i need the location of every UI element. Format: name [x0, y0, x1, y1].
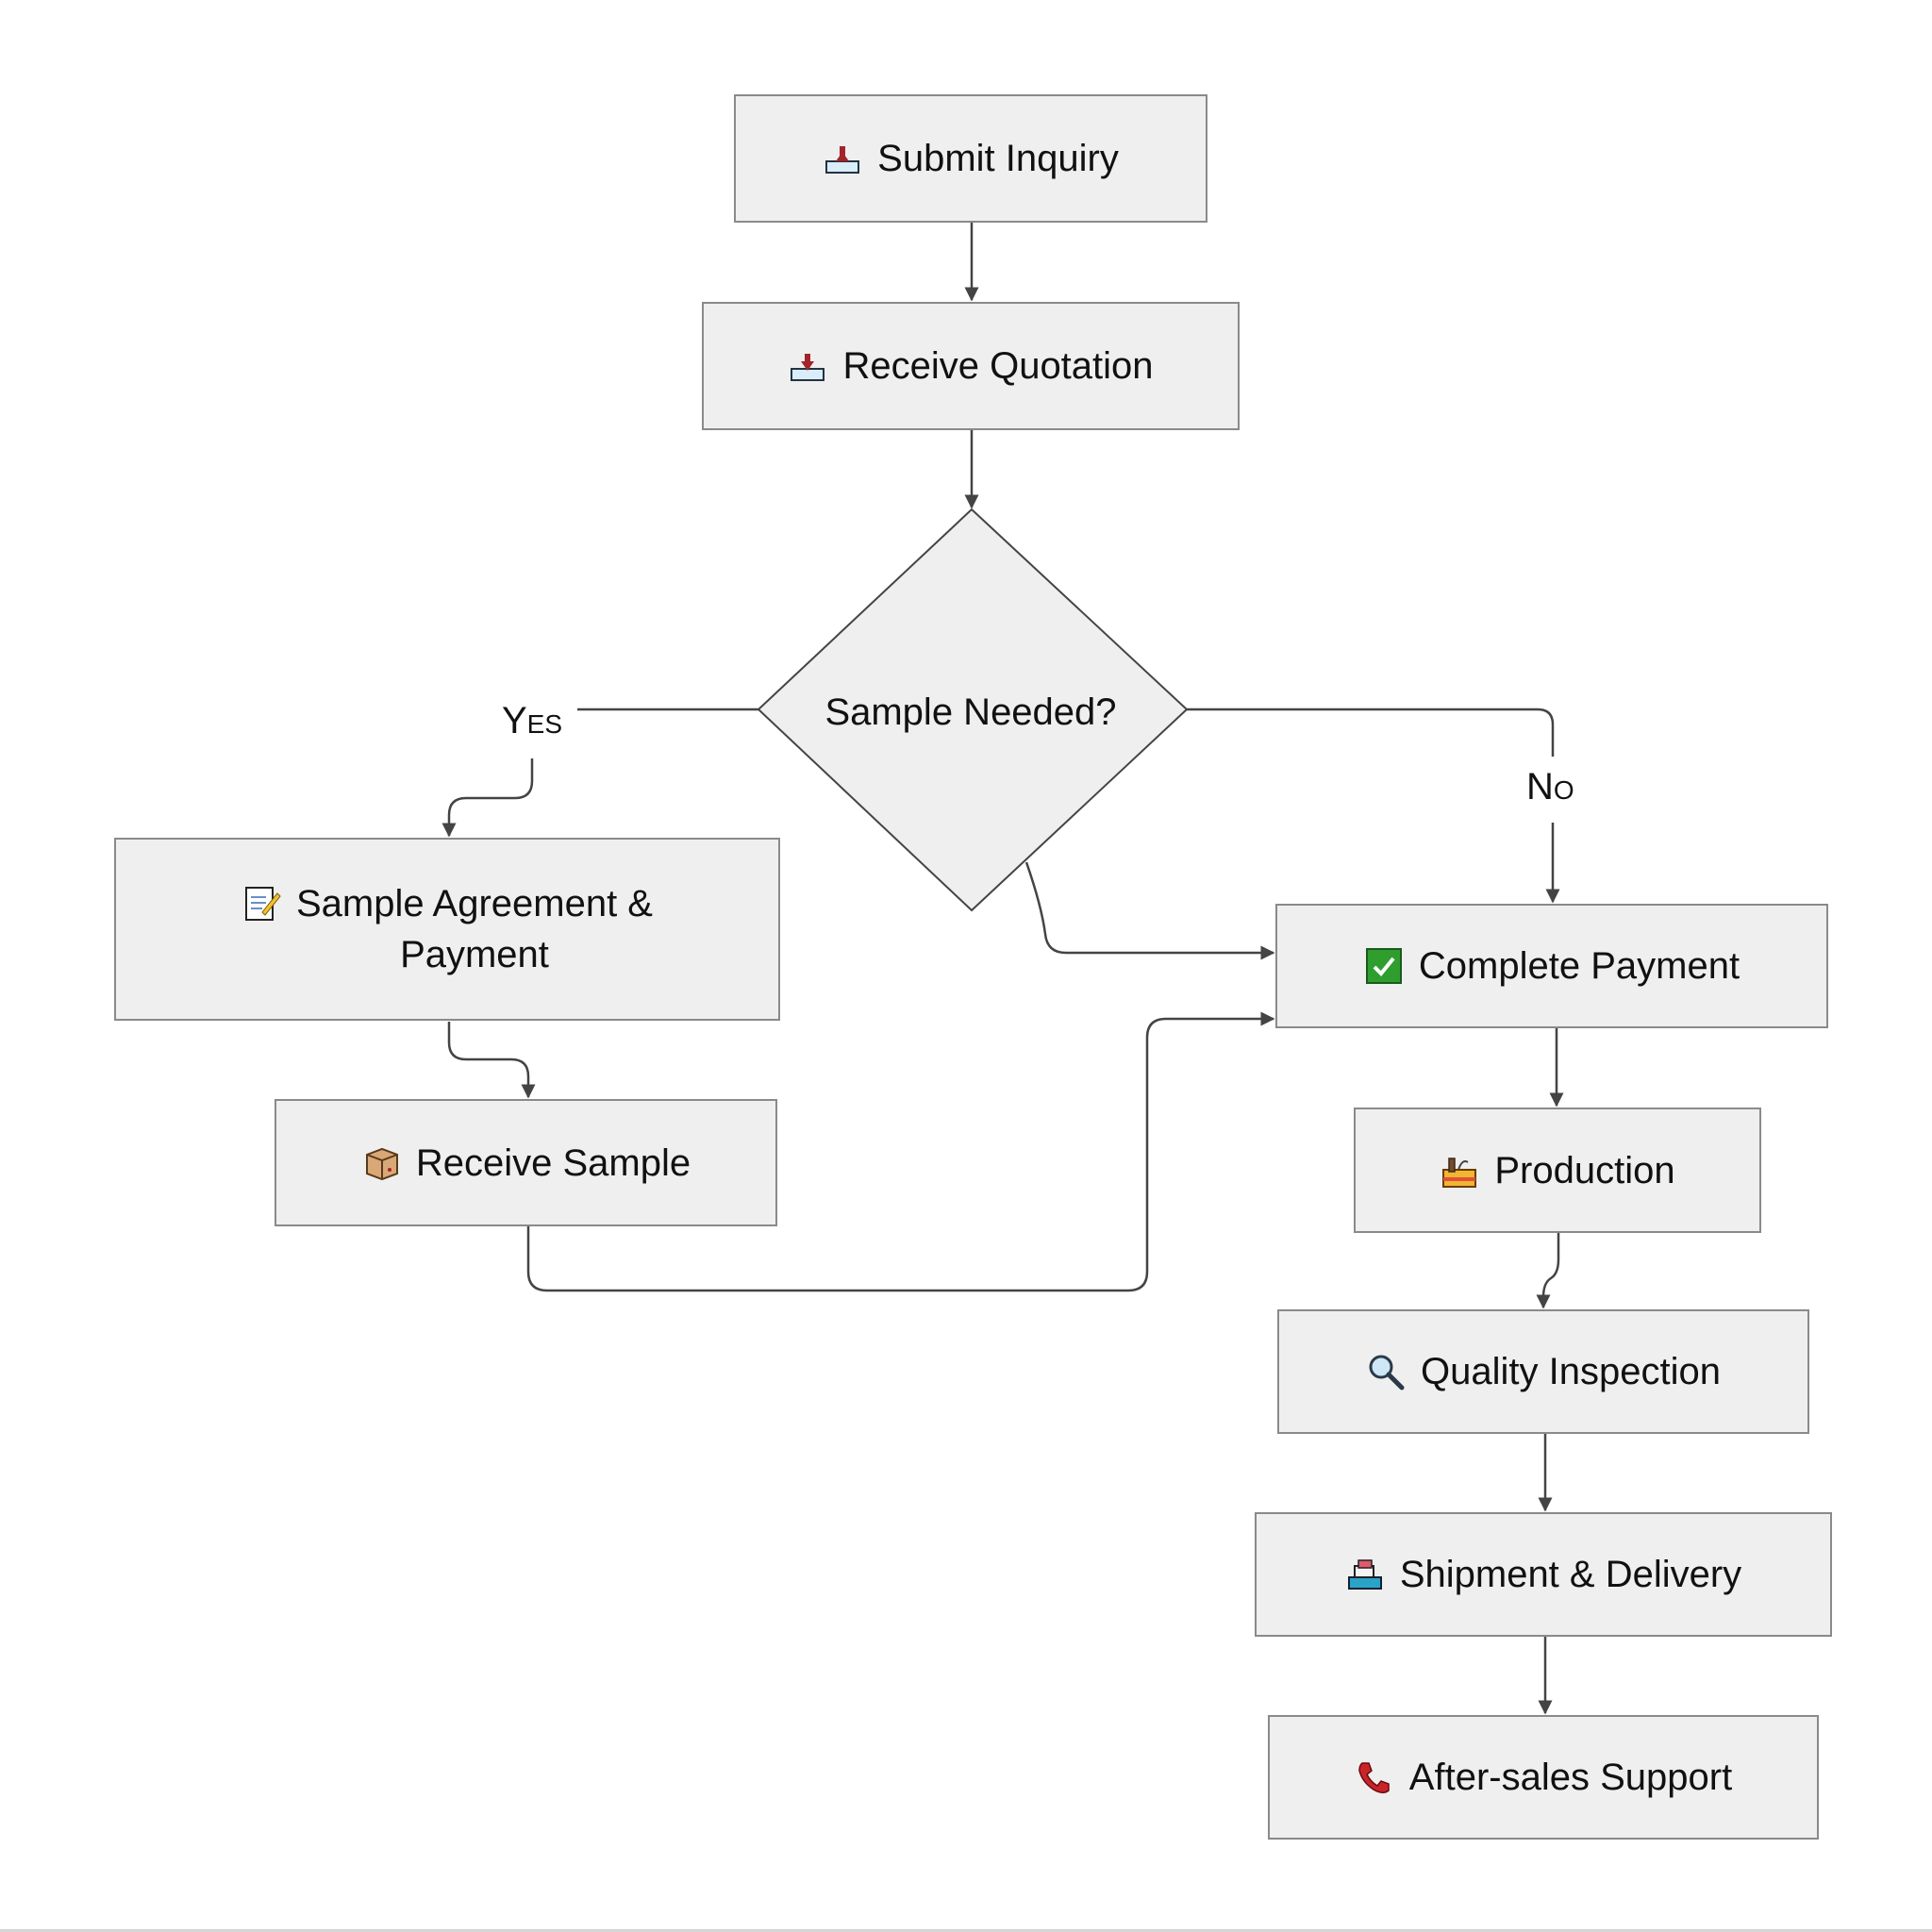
edge-receive-sample-to-complete-payment [526, 1011, 1275, 1292]
telephone-icon [1355, 1757, 1394, 1797]
edge-yes-to-sample-agreement [441, 758, 534, 838]
node-receive-sample: Receive Sample [275, 1099, 777, 1226]
node-after-sales-support: After-sales Support [1268, 1715, 1819, 1840]
package-icon [361, 1143, 401, 1183]
edge-decision-to-complete-payment [1024, 861, 1275, 960]
edge-agreement-to-receive-sample [447, 1022, 536, 1099]
node-label: Quality Inspection [1421, 1351, 1721, 1392]
node-submit-inquiry: Submit Inquiry [734, 94, 1208, 223]
node-complete-payment: Complete Payment [1275, 904, 1828, 1028]
node-label: After-sales Support [1408, 1757, 1733, 1798]
bottom-divider [0, 1929, 1932, 1932]
check-mark-icon [1364, 946, 1404, 986]
decision-sample-needed: Sample Needed? [824, 691, 1117, 733]
node-quality-inspection: Quality Inspection [1277, 1309, 1809, 1434]
memo-icon [242, 884, 281, 924]
factory-icon [1440, 1151, 1479, 1191]
node-label-line1: Sample Agreement & [296, 883, 653, 924]
node-shipment-delivery: Shipment & Delivery [1255, 1512, 1832, 1637]
node-label: Receive Quotation [842, 345, 1154, 387]
inbox-tray-icon [788, 346, 827, 386]
node-receive-quotation: Receive Quotation [702, 302, 1240, 430]
truck-icon [1345, 1555, 1385, 1594]
edge-label-no: No [1526, 766, 1574, 808]
decision-diamond [757, 508, 1189, 912]
node-label-line2: Payment [400, 934, 549, 975]
magnifier-icon [1366, 1352, 1406, 1391]
node-label: Shipment & Delivery [1399, 1554, 1742, 1595]
outbox-tray-icon [823, 139, 862, 178]
node-label: Receive Sample [415, 1141, 691, 1184]
edge-decision-no-branch [1187, 708, 1555, 757]
edge-label-yes: Yes [502, 700, 563, 741]
node-sample-agreement-payment: Sample Agreement & Payment [114, 838, 780, 1021]
edge-production-to-inspection [1536, 1233, 1560, 1309]
node-label: Production [1494, 1149, 1675, 1191]
node-label: Complete Payment [1418, 945, 1740, 987]
node-label: Submit Inquiry [877, 138, 1119, 179]
node-production: Production [1354, 1108, 1761, 1233]
